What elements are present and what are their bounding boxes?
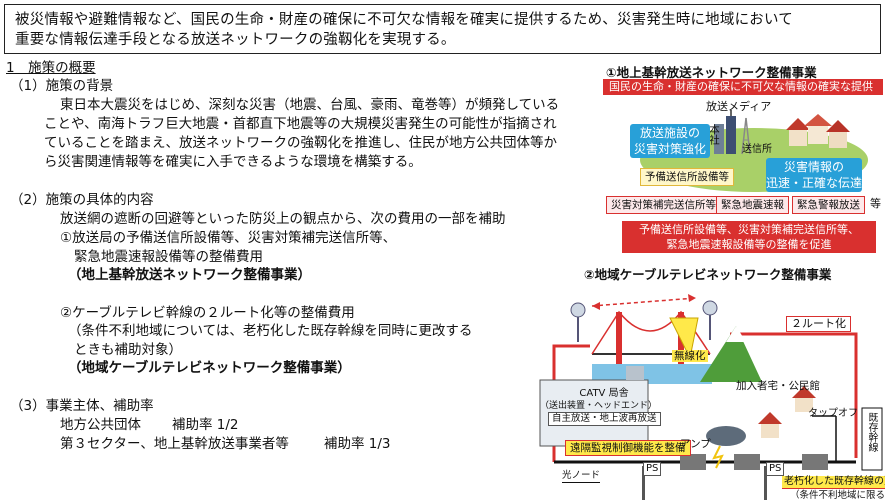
catv-sub: （送出装置・ヘッドエンド）	[540, 401, 658, 411]
diagram2-title: ②地域ケーブルテレビネットワーク整備事業	[584, 267, 832, 282]
result-line-2: 緊急地震速報設備等の整備を促進	[666, 238, 832, 251]
wireless-label: 無線化	[672, 350, 708, 362]
content-item2-c: ときも補助対象）	[74, 342, 182, 358]
relay-label: 送信所	[742, 144, 772, 155]
entity-heading: （3）事業主体、補助率	[10, 398, 154, 414]
content-item2-b: （条件不利地域については、老朽化した既存幹線を同時に更改する	[68, 323, 473, 339]
box-rapid-transmission: 災害情報の 迅速・正確な伝達	[766, 158, 862, 192]
content-heading: （2）施策の具体的内容	[10, 192, 154, 208]
entity-row2-rate: 補助率 1/3	[324, 436, 391, 452]
media-label: 放送メディア	[706, 100, 772, 113]
broadcast-building-icon	[714, 110, 751, 155]
section-title: 1 施策の概要	[6, 60, 96, 76]
result-line-1: 予備送信所設備等、災害対策補完送信所等、	[639, 223, 859, 236]
tapoff-label: タップオフ	[808, 408, 858, 419]
diagram1-result: 予備送信所設備等、災害対策補完送信所等、 緊急地震速報設備等の整備を促進	[622, 221, 876, 253]
tag-earthquake-warning: 緊急地震速報	[716, 196, 789, 214]
summary-box: 被災情報や避難情報など、国民の生命・財産の確保に不可欠な情報を確実に提供するため…	[4, 4, 881, 54]
content-item1-a: ①放送局の予備送信所設備等、災害対策補完送信所等、	[60, 230, 397, 246]
box-right-line-2: 迅速・正確な伝達	[766, 176, 863, 190]
houses-icon	[786, 114, 850, 148]
content-item2-project: （地域ケーブルテレビネットワーク整備事業）	[68, 360, 351, 376]
diagram1-banner: 国民の生命・財産の確保に不可欠な情報の確実な提供	[603, 79, 883, 95]
box-right-line-1: 災害情報の	[783, 160, 844, 174]
renewal-label: 老朽化した既存幹線の更新	[782, 476, 885, 489]
summary-line-2: 重要な情報伝達手段となる放送ネットワークの強靱化を実現する。	[15, 32, 456, 48]
ps-label-1: PS	[643, 462, 662, 476]
subscriber-label: 加入者宅・公民館	[736, 380, 820, 392]
tags-suffix: 等	[870, 197, 881, 210]
renewal-note: （条件不利地域に限る）	[790, 490, 885, 501]
background-line-2: ことや、南海トラフ巨大地震・首都直下地震等の大規模災害発生の可能性が指摘され	[44, 116, 557, 132]
two-route-label: ２ルート化	[786, 316, 851, 332]
station-label: 本社	[708, 124, 720, 145]
ps-label-2: PS	[766, 462, 785, 476]
reserve-facility-tag: 予備送信所設備等	[640, 168, 734, 186]
remote-monitoring-label: 遠隔監視制御機能を整備	[565, 440, 691, 456]
tag-emergency-broadcast: 緊急警報放送	[792, 196, 865, 214]
content-item1-project: （地上基幹放送ネットワーク整備事業）	[68, 267, 311, 283]
box-left-line-2: 災害対策強化	[633, 142, 706, 156]
background-line-1: 東日本大震災をはじめ、深刻な災害（地震、台風、豪雨、竜巻等）が頻発している	[60, 97, 560, 113]
entity-row1-label: 地方公共団体	[60, 417, 141, 433]
content-item1-b: 緊急地震速報設備等の整備費用	[74, 249, 263, 265]
content-item2-a: ②ケーブルテレビ幹線の２ルート化等の整備費用	[60, 305, 355, 321]
background-line-3: ていることを踏まえ、放送ネットワークの強靱化を推進し、住民が地方公共団体等か	[44, 135, 557, 151]
summary-line-1: 被災情報や避難情報など、国民の生命・財産の確保に不可欠な情報を確実に提供するため…	[15, 12, 793, 28]
box-left-line-1: 放送施設の	[639, 126, 700, 140]
diagram1-title: ①地上基幹放送ネットワーク整備事業	[606, 65, 817, 80]
catv-title: CATV 局舎	[579, 388, 629, 399]
existing-trunk-label: 既存幹線	[866, 412, 877, 452]
entity-row2-label: 第３セクター、地上基幹放送事業者等	[60, 436, 289, 452]
tag-complementary-station: 災害対策補完送信所等	[606, 196, 721, 214]
optical-node-label: 光ノード	[562, 470, 601, 483]
self-broadcast-label: 自主放送・地上波再放送	[548, 412, 661, 426]
content-intro: 放送網の遮断の回避等といった防災上の観点から、次の費用の一部を補助	[60, 211, 506, 227]
background-line-4: ら災害関連情報等を確実に入手できるような環境を構築する。	[44, 154, 422, 170]
entity-row1-rate: 補助率 1/2	[172, 417, 239, 433]
box-facility-hardening: 放送施設の 災害対策強化	[630, 124, 710, 158]
amp-label: アンプ	[680, 438, 711, 450]
background-heading: （1）施策の背景	[10, 78, 114, 94]
